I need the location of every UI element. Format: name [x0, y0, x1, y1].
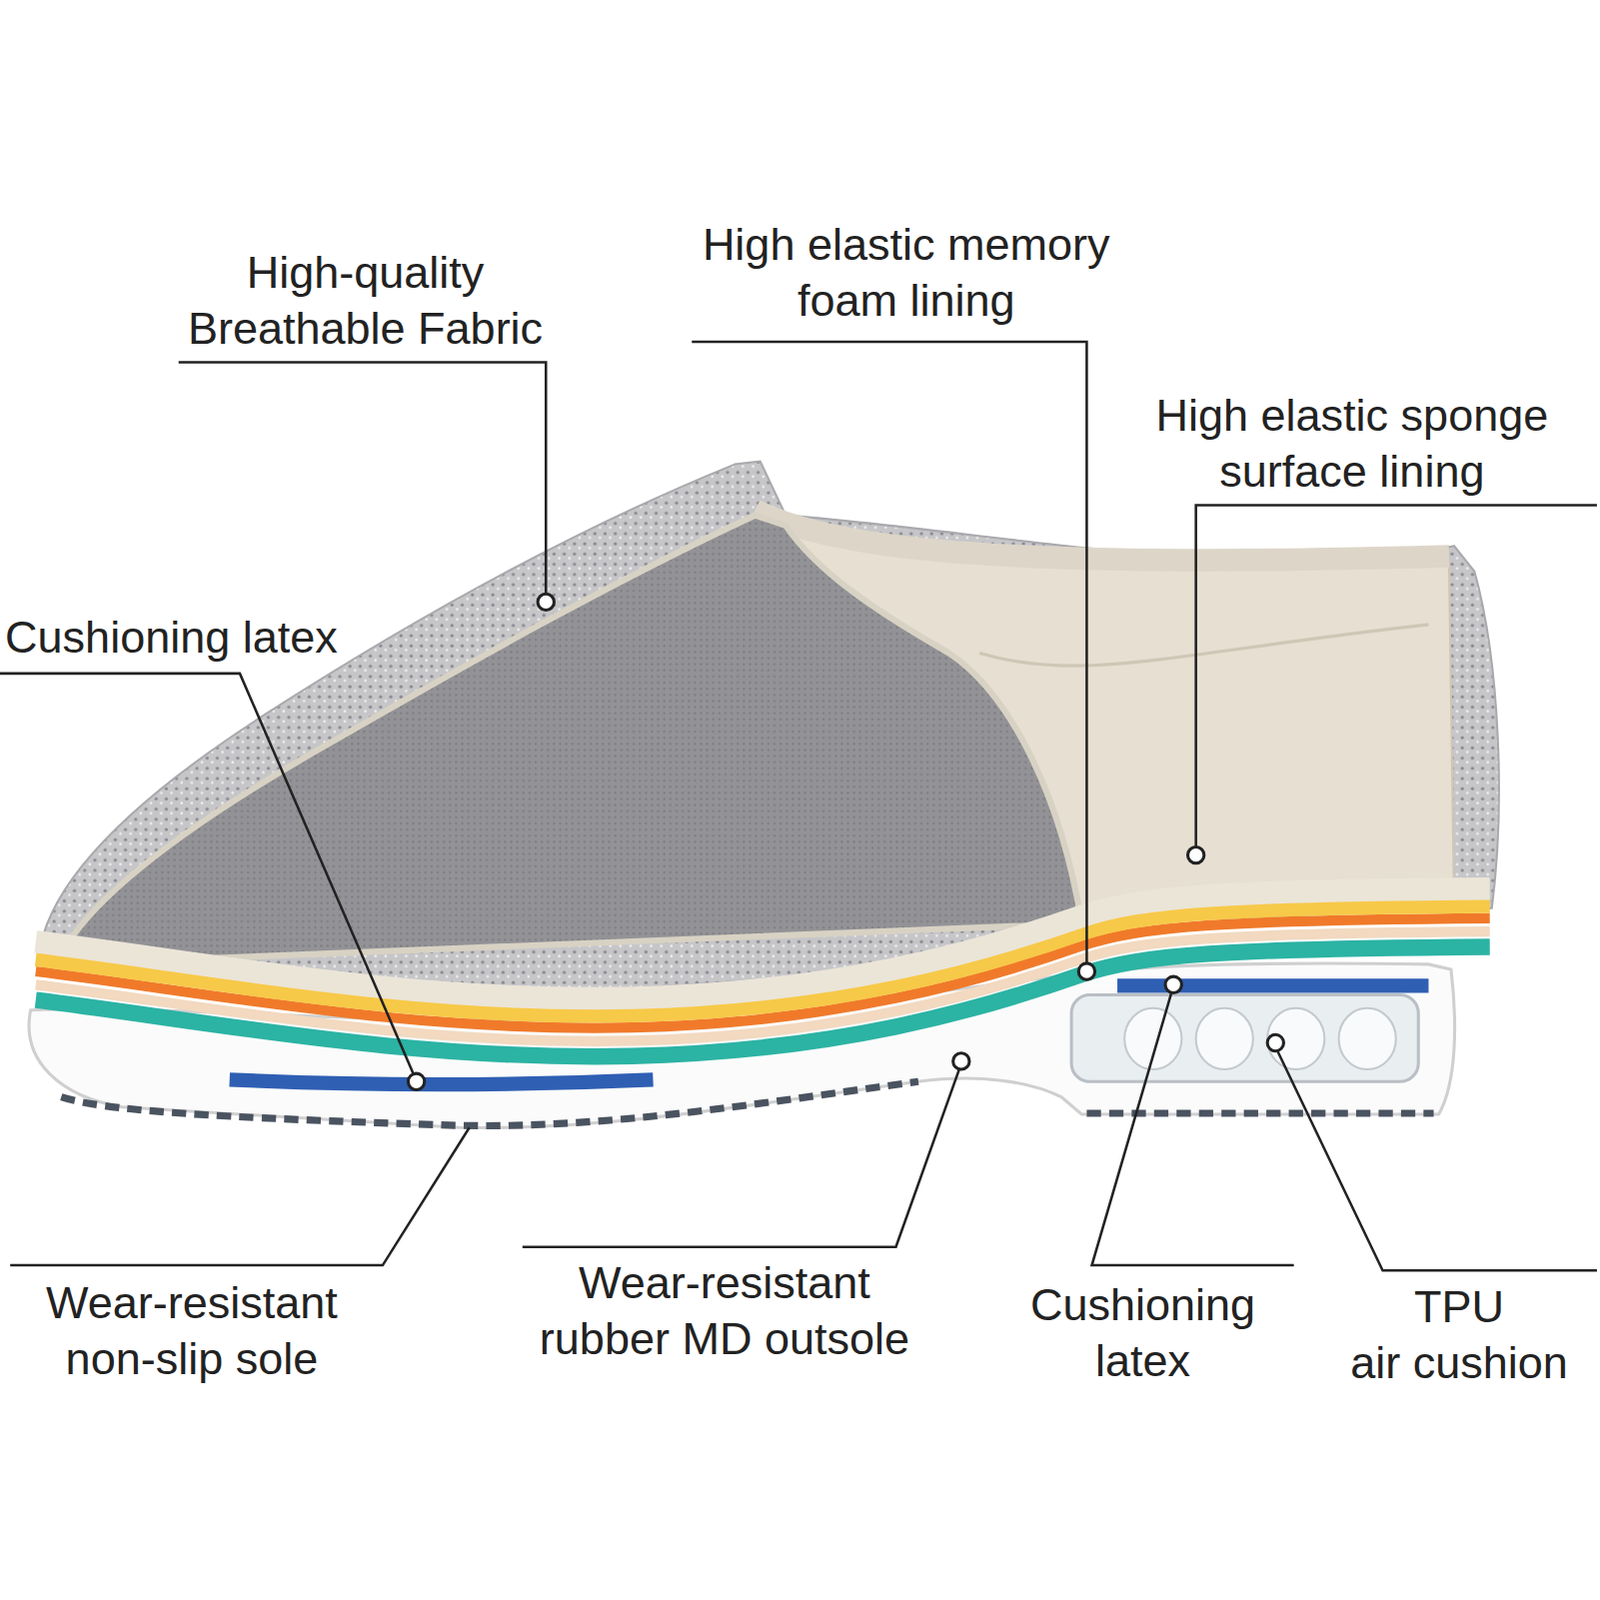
callout-dot: [537, 593, 554, 610]
callout-dot: [1267, 1034, 1284, 1051]
collar-lining: [755, 510, 1450, 561]
air-bubble: [1196, 1008, 1254, 1070]
air-cushion: [1071, 995, 1419, 1083]
callout-label: High-quality Breathable Fabric: [187, 244, 543, 357]
callout-label: TPU air cushion: [1350, 1279, 1569, 1392]
leader-line: [1277, 1051, 1598, 1272]
callout-dot: [1187, 846, 1204, 863]
leader-line: [691, 341, 1087, 964]
heel-lining-edge: [979, 624, 1429, 666]
callout-label: Cushioning latex: [1030, 1277, 1256, 1390]
leader-line: [1196, 504, 1598, 847]
callout-label: Wear-resistant non-slip sole: [45, 1275, 338, 1388]
air-bubble: [1267, 1008, 1325, 1070]
callout-dot: [953, 1053, 970, 1070]
callout-label: High elastic memory foam lining: [702, 216, 1111, 329]
insole-surface: [35, 888, 1491, 999]
callout-dot: [1165, 976, 1182, 993]
callout-label: Wear-resistant rubber MD outsole: [539, 1255, 910, 1368]
leader-line: [9, 1127, 469, 1266]
leader-line: [522, 1069, 960, 1248]
leader-line: [1092, 992, 1295, 1266]
latex-strip: [229, 1079, 654, 1085]
outsole-tread: [1086, 1109, 1434, 1117]
air-bubble: [1339, 1008, 1397, 1070]
callout-dot: [407, 1073, 424, 1090]
leader-line: [0, 673, 414, 1074]
callout-dot: [1078, 963, 1095, 980]
leader-line: [178, 361, 547, 594]
callout-label: High elastic sponge surface lining: [1156, 387, 1550, 500]
callout-label: Cushioning latex: [4, 609, 338, 666]
inner-mesh: [60, 515, 1082, 965]
